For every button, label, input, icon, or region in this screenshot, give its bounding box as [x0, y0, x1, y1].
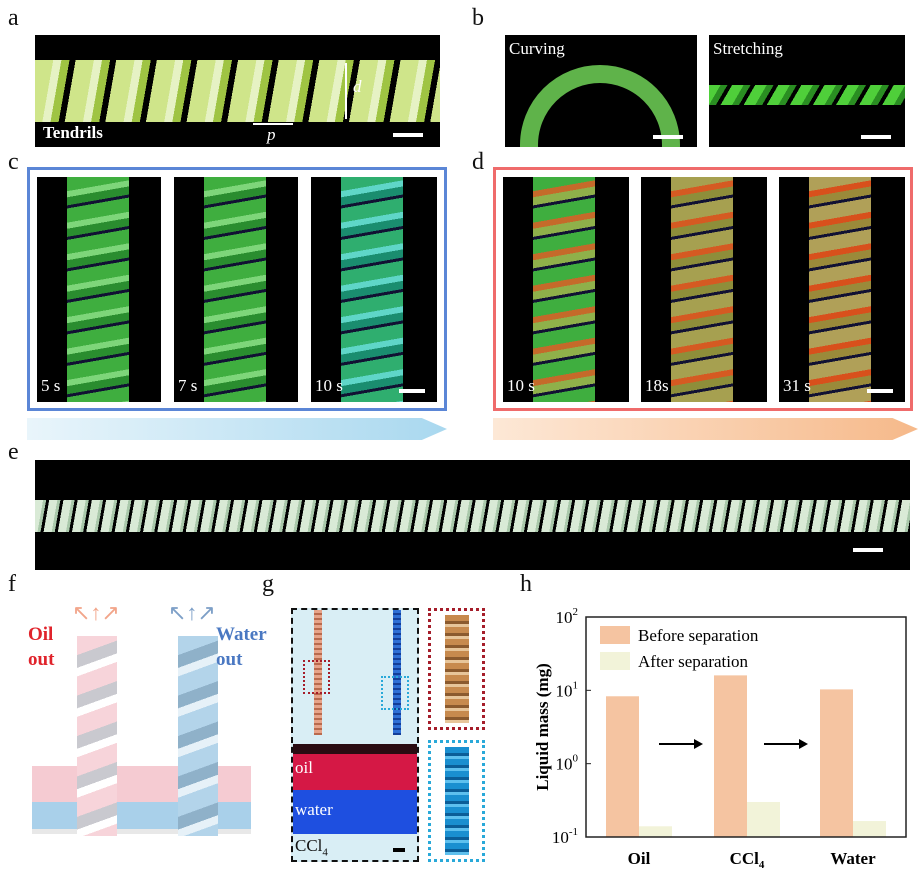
diameter-symbol: d — [353, 77, 362, 96]
legend-swatch — [600, 626, 630, 644]
water-sequence-frame — [27, 167, 447, 411]
panel-label-h: h — [520, 571, 532, 597]
water-out-arrows-icon: ↖↑↗ — [168, 600, 216, 625]
stretching-photo: Stretching — [709, 35, 905, 147]
arrow-head-icon — [799, 739, 808, 749]
water-frame-1: 5 s — [37, 177, 161, 402]
x-tick-label: CCl4 — [730, 849, 765, 871]
scale-bar — [399, 389, 425, 393]
oil-helix-closeup — [428, 608, 485, 730]
water-phase: water — [293, 790, 417, 834]
panel-label-g: g — [262, 571, 274, 597]
time-label: 7 s — [178, 376, 198, 395]
x-tick-label: Oil — [628, 849, 651, 868]
y-axis-label: Liquid mass (mg) — [533, 663, 552, 791]
y-tick-label: 102 — [556, 606, 579, 627]
scale-bar — [853, 548, 883, 552]
oil-frame-3: 31 s — [779, 177, 905, 402]
water-helix-closeup — [428, 740, 485, 862]
long-helix — [35, 500, 910, 532]
bar-after-oil — [639, 826, 672, 837]
legend-label: Before separation — [638, 626, 759, 645]
bar-before-ccl4 — [714, 675, 747, 837]
separation-photo: oil water CCl4 — [291, 608, 419, 862]
bar-before-oil — [606, 696, 639, 837]
bar-after-ccl4 — [747, 802, 780, 837]
plot-frame — [585, 616, 907, 838]
diameter-marker — [345, 63, 347, 119]
scale-bar — [867, 389, 893, 393]
stretching-caption: Stretching — [713, 39, 783, 58]
panel-label-b: b — [472, 5, 484, 31]
time-arrow-c — [27, 418, 447, 440]
scale-bar — [393, 848, 405, 852]
time-label: 18s — [645, 376, 669, 395]
oil-layer-label: oil — [295, 758, 313, 777]
stretched-tendril — [709, 85, 905, 105]
panel-label-c: c — [8, 149, 19, 175]
y-tick-label: 10-1 — [552, 826, 578, 847]
x-tick-label: Water — [830, 849, 876, 868]
scale-bar — [393, 133, 423, 137]
water-frame-3: 10 s — [311, 177, 437, 402]
curving-photo: Curving — [505, 35, 697, 147]
water-collecting-helix — [393, 610, 401, 735]
pitch-symbol: p — [267, 125, 276, 144]
curving-caption: Curving — [509, 39, 565, 58]
tendrils-caption: Tendrils — [43, 123, 103, 142]
time-label: 10 s — [315, 376, 343, 395]
pitch-marker — [253, 123, 293, 125]
oil-helix — [77, 636, 117, 836]
scale-bar — [653, 135, 683, 139]
oil-zoom-marker — [303, 660, 330, 694]
scale-bar — [861, 135, 891, 139]
tendril-helix — [35, 60, 440, 122]
oil-phase: oil — [293, 754, 417, 790]
panel-label-a: a — [8, 5, 19, 31]
bar-before-water — [820, 689, 853, 837]
panel-label-d: d — [472, 149, 484, 175]
panel-label-f: f — [8, 571, 16, 597]
water-zoom-marker — [381, 676, 409, 710]
bar-after-water — [853, 821, 886, 837]
oil-collecting-helix — [314, 610, 322, 735]
legend-swatch — [600, 652, 630, 670]
legend-label: After separation — [638, 652, 748, 671]
time-label: 10 s — [507, 376, 535, 395]
oil-sequence-frame — [493, 167, 913, 411]
y-tick-label: 101 — [556, 679, 579, 700]
water-frame-2: 7 s — [174, 177, 298, 402]
oil-frame-2: 18s — [641, 177, 767, 402]
time-arrow-d — [493, 418, 918, 440]
panel-label-e: e — [8, 439, 19, 465]
oil-out-arrows-icon: ↖↑↗ — [72, 600, 120, 625]
arrow-head-icon — [694, 739, 703, 749]
y-tick-label: 100 — [556, 753, 579, 774]
water-layer-label: water — [295, 800, 333, 819]
ccl4-layer-label: CCl4 — [295, 836, 328, 859]
water-helix — [178, 636, 218, 836]
time-label: 31 s — [783, 376, 811, 395]
time-label: 5 s — [41, 376, 61, 395]
interface — [293, 744, 417, 754]
long-helix-photo — [35, 460, 910, 570]
oil-frame-1: 10 s — [503, 177, 629, 402]
tendrils-photo: d p Tendrils — [35, 35, 440, 147]
